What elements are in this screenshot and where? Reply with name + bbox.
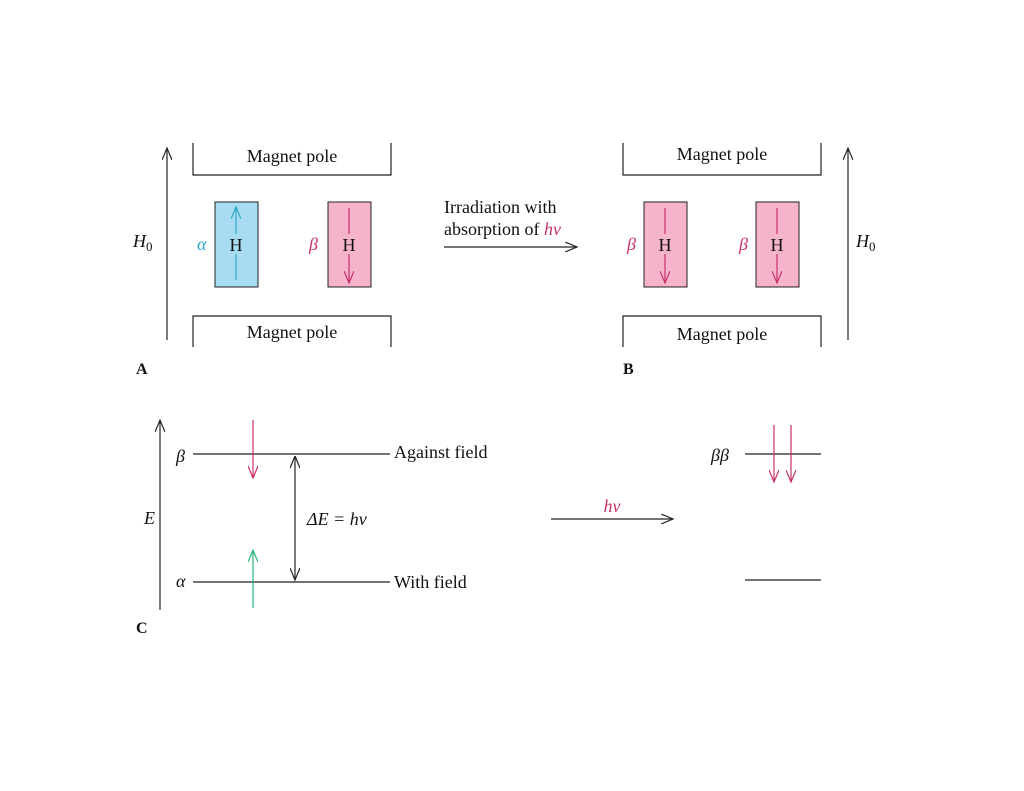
hv-transition-label: hv [604,496,621,516]
panel-c: E β Against field α With field ΔE = hv h… [136,420,821,637]
magnet-pole-top-b-label: Magnet pole [677,144,767,164]
magnet-pole-bottom-a [192,315,392,347]
beta-state-label-a: β [308,234,318,254]
beta-nucleus-symbol-b2: H [771,235,784,255]
panel-a: H0 Magnet pole Magnet pole α H β H A [132,143,392,378]
alpha-state-label-a: α [197,234,207,254]
upper-level-symbol: β [175,446,185,466]
panel-b: Magnet pole Magnet pole H0 β H β H B [622,143,876,378]
field-label-a: H0 [132,231,153,254]
magnet-pole-bottom-b-label: Magnet pole [677,324,767,344]
beta-nucleus-symbol-a: H [343,235,356,255]
field-label-b: H0 [855,231,876,254]
magnet-pole-bottom-a-label: Magnet pole [247,322,337,342]
irradiation-transition: Irradiation with absorption of hv [444,197,577,247]
lower-level-symbol: α [176,571,186,591]
lower-level-label: With field [394,572,467,592]
alpha-nucleus-symbol-a: H [230,235,243,255]
irradiation-line2: absorption of hv [444,219,561,239]
energy-gap-label: ΔE = hv [306,509,367,529]
final-upper-symbol: ββ [710,445,729,465]
irradiation-line1: Irradiation with [444,197,556,217]
panel-letter-c: C [136,620,148,637]
magnet-pole-top-a [192,143,392,176]
beta-state-label-b1: β [626,234,636,254]
magnet-pole-top-b [622,143,822,176]
upper-level-label: Against field [394,442,487,462]
energy-axis-label: E [143,508,155,528]
beta-nucleus-symbol-b1: H [659,235,672,255]
magnet-pole-bottom-b [622,315,822,347]
panel-letter-b: B [623,361,634,378]
magnet-pole-top-a-label: Magnet pole [247,146,337,166]
beta-state-label-b2: β [738,234,748,254]
panel-letter-a: A [136,361,148,378]
